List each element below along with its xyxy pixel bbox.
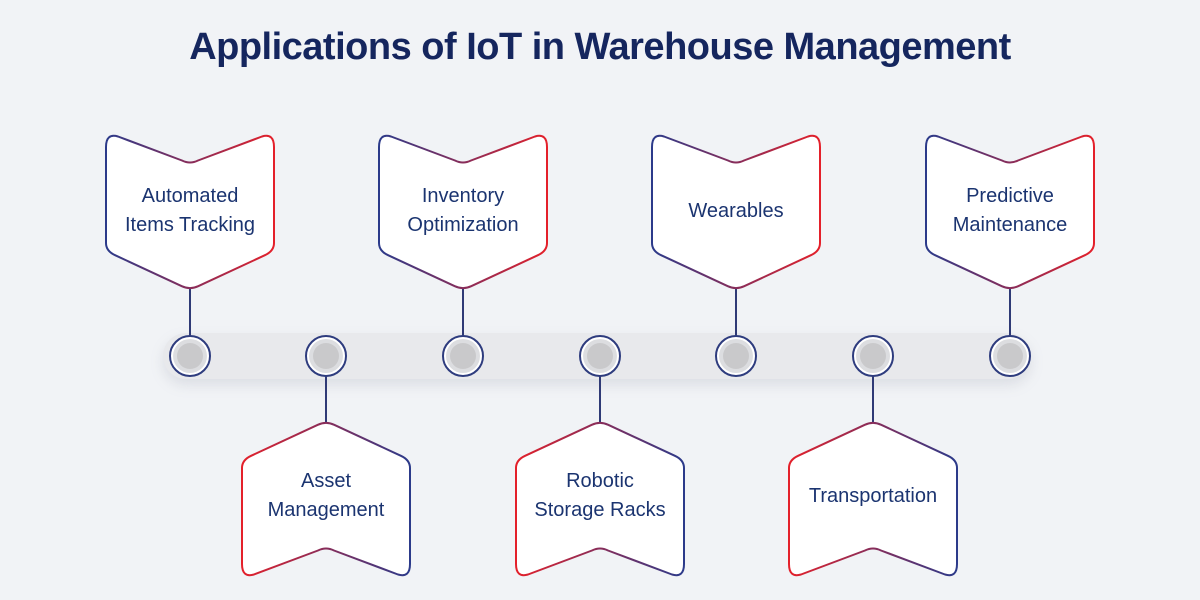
badge-predictive-maintenance: Predictive Maintenance — [925, 131, 1095, 291]
timeline-node-circle-3 — [442, 335, 484, 377]
timeline-node-dot — [723, 343, 749, 369]
timeline-node-circle-2 — [305, 335, 347, 377]
timeline-node-circle-6 — [852, 335, 894, 377]
banner-shape — [241, 421, 411, 577]
badge-asset-management: Asset Management — [241, 420, 411, 580]
badge-label: Robotic Storage Racks — [534, 470, 666, 521]
timeline-node-circle-7 — [989, 335, 1031, 377]
timeline-node-circle-4 — [579, 335, 621, 377]
timeline-node-dot — [450, 343, 476, 369]
badge-label: Automated Items Tracking — [124, 185, 256, 236]
banner-shape — [105, 134, 275, 290]
connector-line-3 — [462, 289, 464, 337]
badge-label: Wearables — [688, 199, 784, 222]
timeline-node-dot — [860, 343, 886, 369]
connector-line-2 — [325, 375, 327, 422]
banner-shape — [515, 421, 685, 577]
badge-label: Inventory Optimization — [407, 185, 519, 236]
timeline-node-circle-1 — [169, 335, 211, 377]
badge-robotic-storage-racks: Robotic Storage Racks — [515, 420, 685, 580]
timeline-node-dot — [997, 343, 1023, 369]
connector-line-7 — [1009, 289, 1011, 337]
banner-shape — [788, 421, 958, 577]
connector-line-6 — [872, 375, 874, 422]
banner-shape — [925, 134, 1095, 290]
connector-line-5 — [735, 289, 737, 337]
badge-label: Asset Management — [267, 470, 385, 521]
banner-shape — [651, 134, 821, 290]
timeline-node-dot — [587, 343, 613, 369]
badge-automated-items-tracking: Automated Items Tracking — [105, 131, 275, 291]
badge-label: Predictive Maintenance — [952, 185, 1068, 236]
page-title: Applications of IoT in Warehouse Managem… — [189, 26, 1011, 68]
timeline-node-dot — [313, 343, 339, 369]
connector-line-1 — [189, 289, 191, 337]
banner-shape — [378, 134, 548, 290]
badge-label: Transportation — [808, 484, 938, 507]
timeline-node-circle-5 — [715, 335, 757, 377]
badge-wearables: Wearables — [651, 131, 821, 291]
badge-transportation: Transportation — [788, 420, 958, 580]
badge-inventory-optimization: Inventory Optimization — [378, 131, 548, 291]
connector-line-4 — [599, 375, 601, 422]
timeline-node-dot — [177, 343, 203, 369]
